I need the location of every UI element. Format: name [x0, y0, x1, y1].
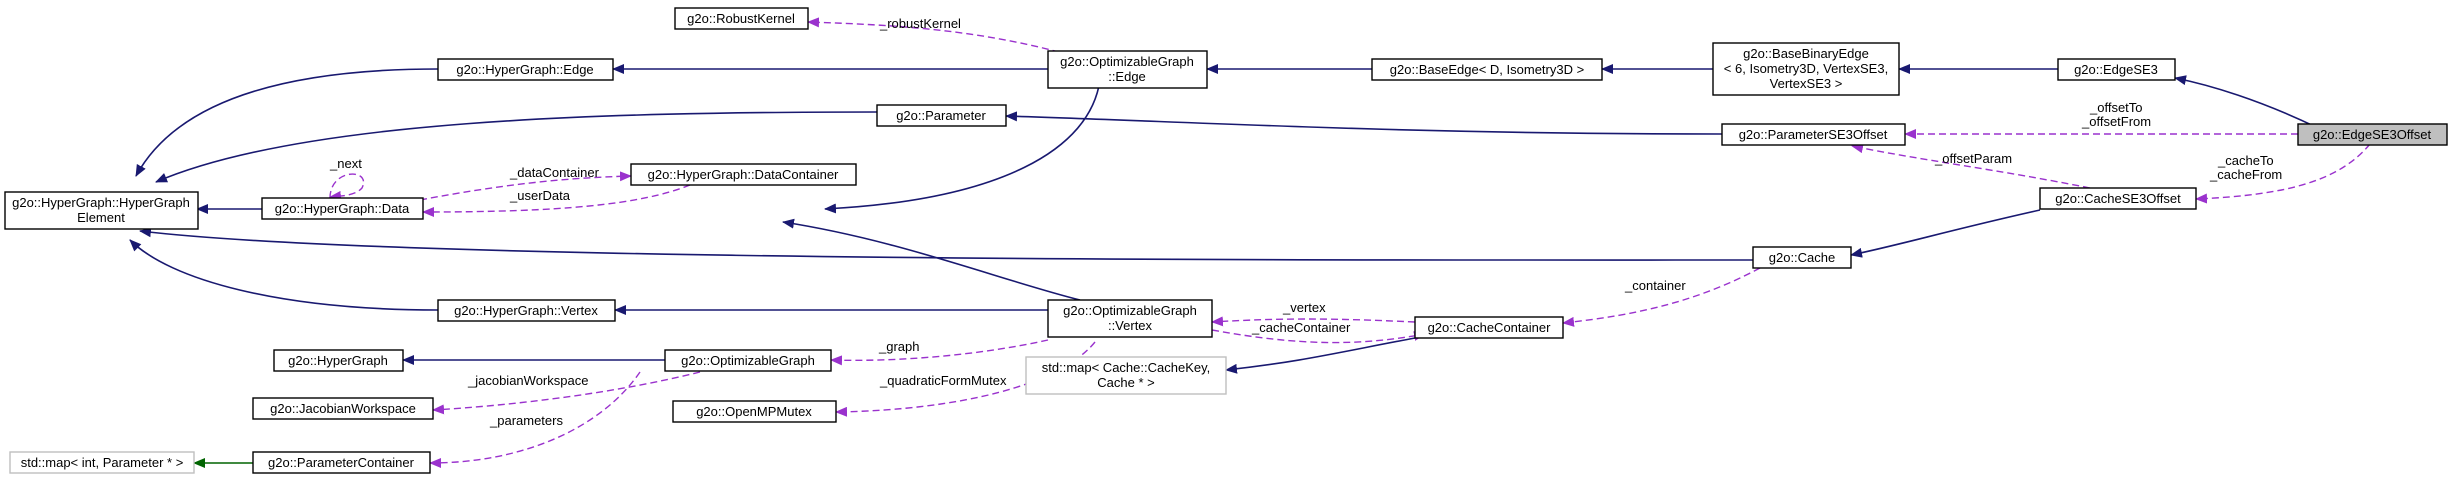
node-hypergraph[interactable]: g2o::HyperGraph: [273, 349, 404, 372]
node-label: Element: [77, 210, 125, 225]
edge-jacobian-usage: [432, 371, 701, 415]
edge-label-cache-from: _cacheFrom: [2209, 167, 2282, 182]
node-label: g2o::HyperGraph::DataContainer: [648, 167, 839, 182]
node-label: ::Edge: [1108, 69, 1146, 84]
node-parameter-container[interactable]: g2o::ParameterContainer: [252, 451, 431, 474]
node-label: g2o::OptimizableGraph: [1060, 54, 1194, 69]
edge-label-offset-to: _offsetTo: [2089, 100, 2143, 115]
edge-cacheoff-to-cache: [1850, 209, 2041, 258]
edge-label-vertex: _vertex: [1282, 300, 1326, 315]
node-label: g2o::BaseBinaryEdge: [1743, 46, 1869, 61]
edge-label-robust-kernel: _robustKernel: [879, 16, 961, 31]
node-label: g2o::CacheContainer: [1428, 320, 1552, 335]
edge-label-offset-param: _offsetParam: [1934, 151, 2012, 166]
node-hypergraph-data[interactable]: g2o::HyperGraph::Data: [261, 197, 424, 220]
edge-param-to-hge: [155, 111, 878, 183]
edge-hgedge-to-hge: [135, 68, 439, 177]
edge-offsetparam-usage: [1851, 143, 2091, 189]
edge-cache-to-hge: [139, 227, 1754, 261]
node-hypergraph-edge[interactable]: g2o::HyperGraph::Edge: [437, 58, 614, 81]
edge-label-parameters: _parameters: [489, 413, 563, 428]
edge-cachecont-to-stdmap: [1225, 337, 1416, 374]
edge-vertex-usage: [1211, 316, 1416, 327]
node-label: g2o::CacheSE3Offset: [2055, 191, 2181, 206]
node-label: g2o::HyperGraph::Edge: [456, 62, 593, 77]
edge-robust-usage: [807, 17, 1071, 56]
edge-label-jacobian-workspace: _jacobianWorkspace: [467, 373, 588, 388]
edge-datacontainer-usage: [419, 171, 632, 201]
edge-next-usage: [329, 173, 365, 201]
node-hypergraph-vertex[interactable]: g2o::HyperGraph::Vertex: [437, 299, 616, 322]
node-robust-kernel[interactable]: g2o::RobustKernel: [674, 7, 809, 30]
edge-parameters-usage: [429, 371, 641, 468]
node-label: std::map< int, Parameter * >: [21, 455, 184, 470]
node-label: g2o::BaseEdge< D, Isometry3D >: [1390, 62, 1584, 77]
node-label: g2o::RobustKernel: [687, 11, 795, 26]
edge-edgese3off-to-edgese3: [2174, 75, 2319, 129]
node-label: g2o::ParameterSE3Offset: [1739, 127, 1888, 142]
edge-container-usage: [1562, 267, 1761, 327]
node-label: g2o::EdgeSE3Offset: [2313, 127, 2432, 142]
node-jacobian-workspace[interactable]: g2o::JacobianWorkspace: [252, 397, 434, 420]
nodes: g2o::HyperGraph::HyperGraph Element g2o:…: [4, 7, 2448, 474]
edge-label-graph: _graph: [878, 339, 919, 354]
node-label: g2o::ParameterContainer: [268, 455, 415, 470]
node-edge-se3[interactable]: g2o::EdgeSE3: [2057, 58, 2176, 81]
node-optimizable-graph-vertex[interactable]: g2o::OptimizableGraph ::Vertex: [1047, 299, 1213, 338]
node-base-binary-edge[interactable]: g2o::BaseBinaryEdge < 6, Isometry3D, Ver…: [1712, 42, 1900, 96]
node-label: g2o::HyperGraph::Vertex: [454, 303, 598, 318]
node-data-container[interactable]: g2o::HyperGraph::DataContainer: [630, 163, 857, 186]
node-label: std::map< Cache::CacheKey,: [1042, 360, 1211, 375]
node-label: g2o::EdgeSE3: [2074, 62, 2158, 77]
edge-label-offset-from: _offsetFrom: [2081, 114, 2151, 129]
node-cache-container[interactable]: g2o::CacheContainer: [1414, 316, 1564, 339]
edge-ogedge-to-datacont: [824, 79, 1101, 214]
edge-labels: _robustKernel _offsetTo _offsetFrom _cac…: [329, 16, 2282, 428]
node-label: g2o::HyperGraph::Data: [275, 201, 410, 216]
node-label: g2o::OpenMPMutex: [696, 404, 812, 419]
node-label: g2o::OptimizableGraph: [1063, 303, 1197, 318]
edge-hgvertex-to-hge: [129, 239, 439, 311]
edge-ogvertex-to-datacont: [782, 218, 1081, 301]
edge-label-data-container: _dataContainer: [509, 165, 600, 180]
node-openmp-mutex[interactable]: g2o::OpenMPMutex: [672, 400, 837, 423]
node-parameter-se3-offset[interactable]: g2o::ParameterSE3Offset: [1721, 123, 1906, 146]
node-label: g2o::HyperGraph: [288, 353, 388, 368]
node-cache[interactable]: g2o::Cache: [1752, 246, 1852, 269]
node-label: g2o::HyperGraph::HyperGraph: [12, 195, 190, 210]
edge-label-cache-container: _cacheContainer: [1251, 320, 1351, 335]
node-edge-se3-offset[interactable]: g2o::EdgeSE3Offset: [2297, 123, 2448, 146]
edge-userdata-usage: [422, 184, 691, 217]
node-hyper-graph-element[interactable]: g2o::HyperGraph::HyperGraph Element: [4, 191, 199, 230]
node-label: < 6, Isometry3D, VertexSE3,: [1724, 61, 1888, 76]
node-label: g2o::Cache: [1769, 250, 1836, 265]
node-optimizable-graph[interactable]: g2o::OptimizableGraph: [664, 349, 832, 372]
node-label: Cache * >: [1097, 375, 1154, 390]
node-optimizable-graph-edge[interactable]: g2o::OptimizableGraph ::Edge: [1047, 50, 1208, 89]
edge-label-quadratic-form-mutex: _quadraticFormMutex: [879, 373, 1007, 388]
node-base-edge[interactable]: g2o::BaseEdge< D, Isometry3D >: [1371, 58, 1603, 81]
edge-label-user-data: _userData: [509, 188, 571, 203]
edge-cacheto-usage: [2195, 143, 2371, 204]
node-label: g2o::OptimizableGraph: [681, 353, 815, 368]
node-label: VertexSE3 >: [1770, 76, 1843, 91]
edge-label-next: _next: [329, 156, 362, 171]
node-std-map-cache[interactable]: std::map< Cache::CacheKey, Cache * >: [1025, 356, 1227, 395]
node-label: g2o::Parameter: [896, 108, 986, 123]
edge-paramoff-to-param: [1005, 111, 1723, 135]
node-std-map-int[interactable]: std::map< int, Parameter * >: [9, 451, 195, 474]
node-label: g2o::JacobianWorkspace: [270, 401, 416, 416]
node-label: ::Vertex: [1108, 318, 1153, 333]
edge-graph-usage: [830, 339, 1049, 366]
node-cache-se3-offset[interactable]: g2o::CacheSE3Offset: [2039, 187, 2197, 210]
edge-label-container: _container: [1624, 278, 1686, 293]
node-parameter[interactable]: g2o::Parameter: [876, 104, 1007, 127]
edge-label-cache-to: _cacheTo: [2217, 153, 2274, 168]
edge-cachecontainer-usage: [1211, 329, 1426, 344]
edges: [129, 17, 2371, 468]
